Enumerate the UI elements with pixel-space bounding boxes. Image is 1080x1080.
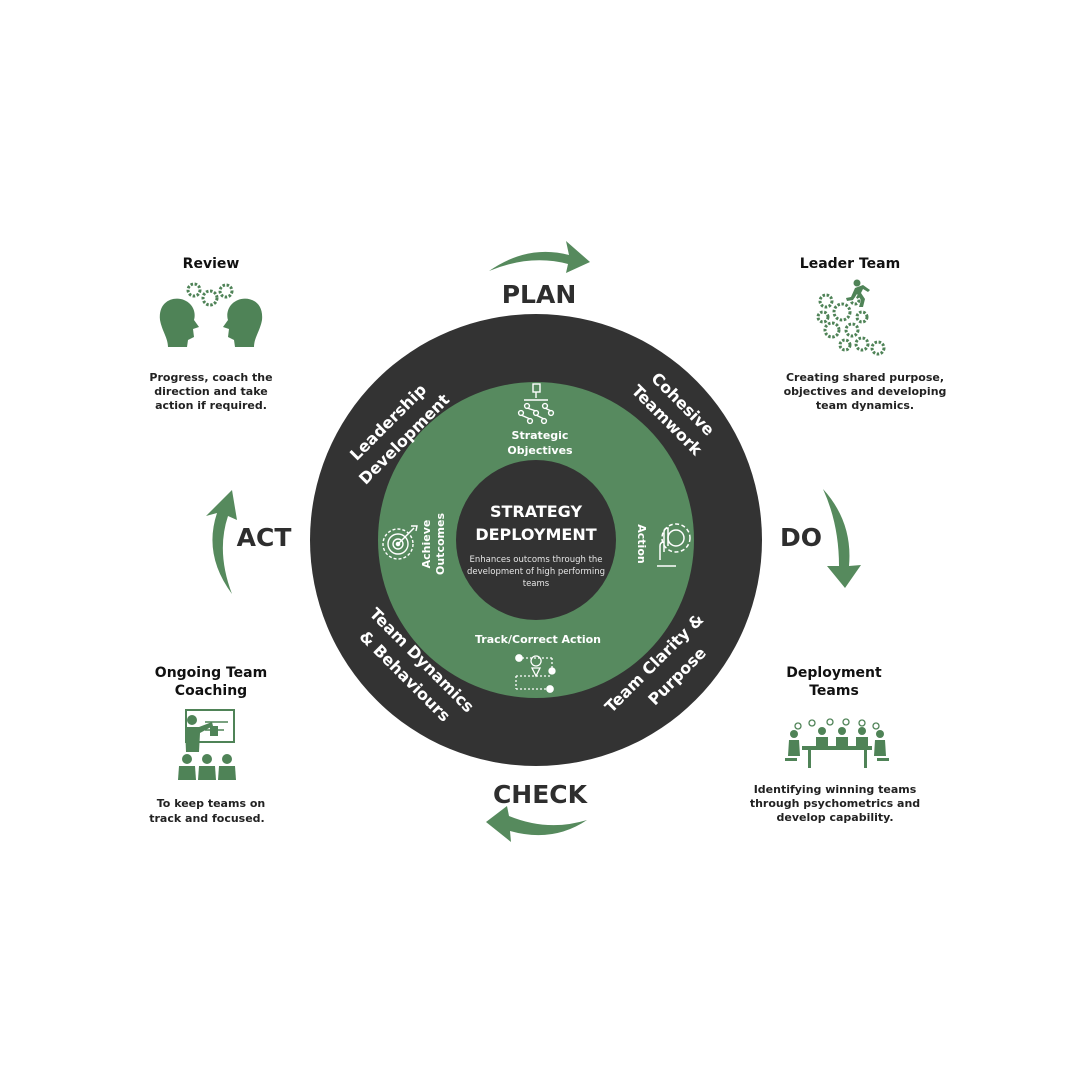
center-desc-line1: Enhances outcoms through the xyxy=(469,555,602,565)
deployment-title-line1: Deployment xyxy=(786,665,882,681)
deployment-desc-line2: through psychometrics and xyxy=(750,797,920,810)
center-circle xyxy=(456,460,616,620)
do-label: DO xyxy=(780,523,822,552)
team-meeting-icon xyxy=(785,718,889,768)
objectives-line2: Objectives xyxy=(507,444,573,457)
coaching-title-line1: Ongoing Team xyxy=(155,665,267,681)
leader-desc-line3: team dynamics. xyxy=(816,399,914,412)
target-icon xyxy=(382,525,418,560)
track-label: Track/Correct Action xyxy=(475,633,601,646)
check-arrow-icon xyxy=(486,806,587,842)
achieve-line1: Achieve xyxy=(420,520,433,569)
deployment-title-line2: Teams xyxy=(809,683,859,699)
route-pin-icon xyxy=(515,654,556,693)
leader-desc-line1: Creating shared purpose, xyxy=(786,371,944,384)
hand-gear-icon xyxy=(657,523,691,567)
review-desc-line3: action if required. xyxy=(155,399,267,412)
leader-desc-line2: objectives and developing xyxy=(784,385,947,398)
center-desc-line2: development of high performing xyxy=(467,567,605,577)
act-label: ACT xyxy=(237,523,292,552)
center-title-line2: DEPLOYMENT xyxy=(475,525,596,544)
check-label: CHECK xyxy=(493,780,589,809)
review-desc-line1: Progress, coach the xyxy=(149,371,272,384)
presentation-icon xyxy=(178,709,236,780)
do-arrow-icon xyxy=(823,489,861,588)
leader-title: Leader Team xyxy=(800,256,900,272)
coaching-title-line2: Coaching xyxy=(175,683,247,699)
objectives-line1: Strategic xyxy=(512,429,569,442)
deployment-desc-line3: develop capability. xyxy=(776,811,893,824)
achieve-line2: Outcomes xyxy=(434,513,447,575)
deployment-desc-line1: Identifying winning teams xyxy=(754,783,917,796)
center-title-line1: STRATEGY xyxy=(490,502,583,521)
review-title: Review xyxy=(183,256,240,272)
coaching-desc-line1: To keep teams on xyxy=(157,797,265,810)
runner-icon xyxy=(846,279,870,307)
review-desc-line2: direction and take xyxy=(154,385,267,398)
center-desc-line3: teams xyxy=(523,579,550,589)
plan-arrow-icon xyxy=(489,241,590,273)
plan-label: PLAN xyxy=(502,280,577,309)
strategy-tree-icon xyxy=(517,383,555,425)
action-label: Action xyxy=(635,524,648,563)
coaching-desc-line2: track and focused. xyxy=(149,812,264,825)
act-arrow-icon xyxy=(206,490,237,594)
gears-runner-icon xyxy=(816,293,886,356)
heads-gears-icon xyxy=(159,282,263,347)
